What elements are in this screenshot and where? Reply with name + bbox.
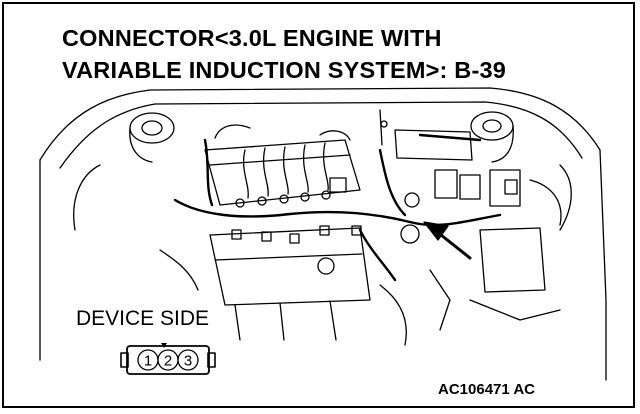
connector-face-icon: 1 2 3 bbox=[120, 343, 216, 375]
diagram-title: CONNECTOR<3.0L ENGINE WITH VARIABLE INDU… bbox=[62, 22, 506, 86]
device-side-label: DEVICE SIDE bbox=[76, 307, 210, 330]
figure-code: AC106471 AC bbox=[438, 381, 535, 398]
pointer-arrow bbox=[423, 221, 472, 260]
pin-3: 3 bbox=[184, 353, 192, 370]
title-line-2: VARIABLE INDUCTION SYSTEM>: B-39 bbox=[62, 57, 507, 83]
harness-connectors bbox=[231, 169, 521, 275]
pin-2: 2 bbox=[164, 353, 172, 370]
engine-block bbox=[159, 227, 561, 346]
body-outline bbox=[39, 87, 607, 381]
intake-manifold bbox=[204, 124, 361, 208]
wiring-harness bbox=[173, 133, 502, 282]
battery-area bbox=[379, 109, 562, 226]
right-strut-tower bbox=[470, 111, 514, 163]
pin-1: 1 bbox=[144, 353, 152, 370]
left-strut-tower bbox=[129, 112, 175, 163]
title-line-1: CONNECTOR<3.0L ENGINE WITH bbox=[62, 25, 442, 51]
diagram-frame bbox=[2, 2, 635, 408]
